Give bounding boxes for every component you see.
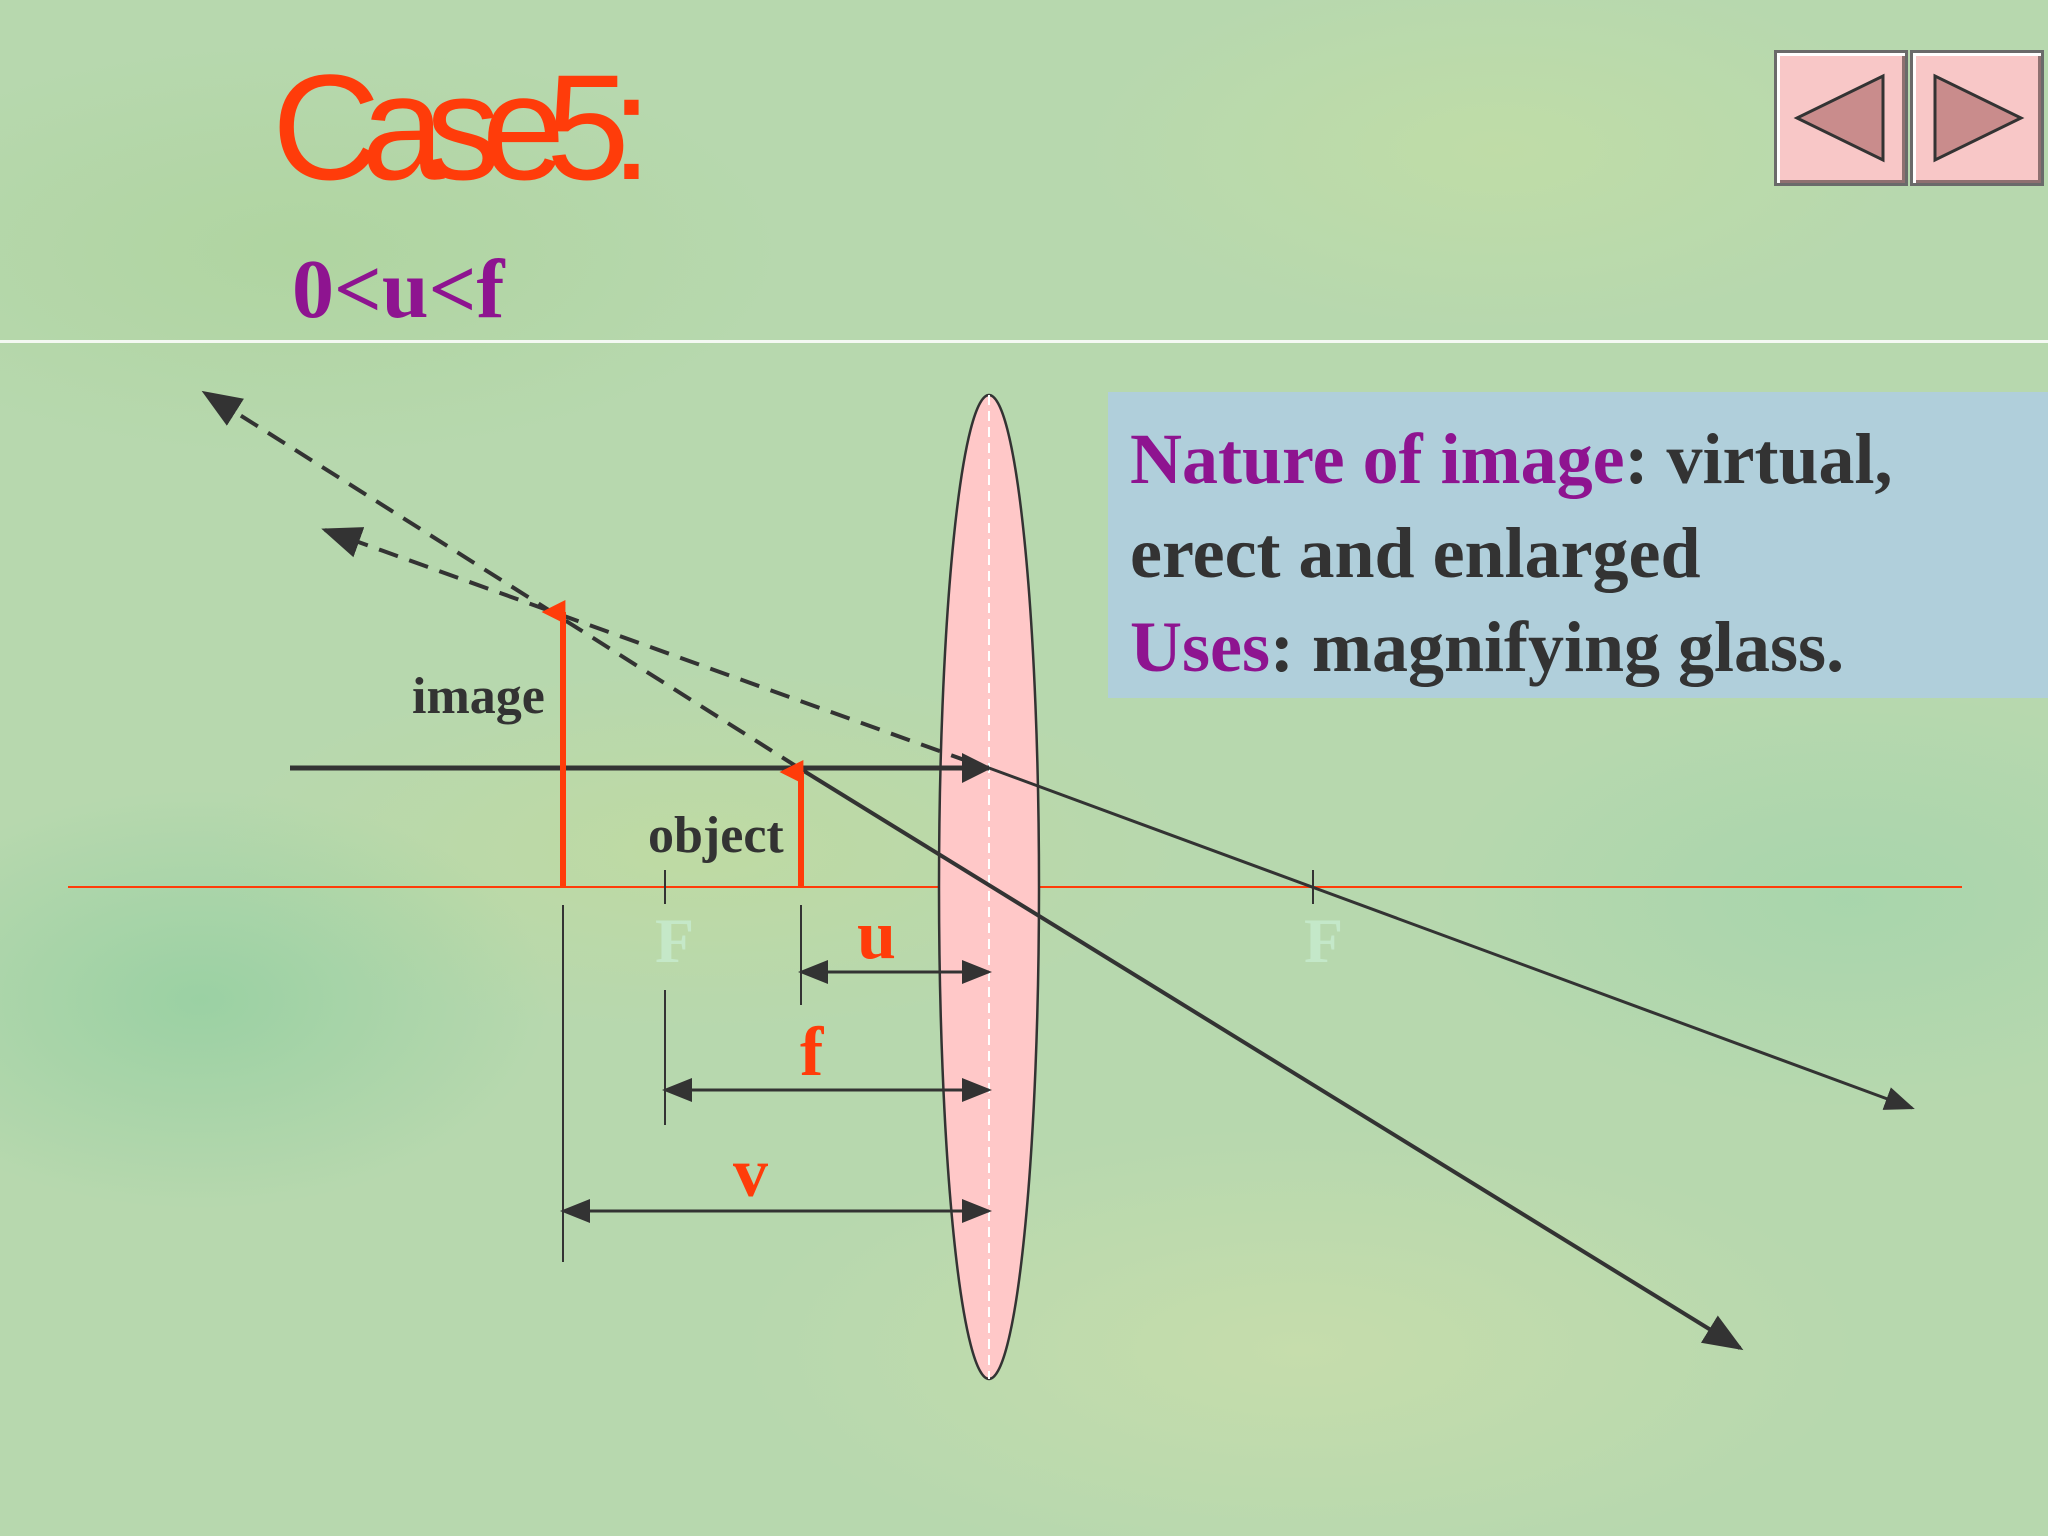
central-ray <box>797 766 1744 1351</box>
nature-label: Nature of image <box>1130 419 1625 499</box>
previous-slide-button[interactable] <box>1774 50 1908 186</box>
next-slide-button[interactable] <box>1910 50 2044 186</box>
triangle-left-icon <box>1793 73 1885 163</box>
focal-point-right-label: F <box>1304 905 1343 976</box>
v-label: v <box>733 1135 768 1212</box>
virtual-ray-refracted <box>321 527 971 764</box>
slide-title: Case5: <box>272 43 652 211</box>
uses-value: : magnifying glass. <box>1270 607 1845 687</box>
u-label: u <box>857 897 896 974</box>
image-nature-box: Nature of image: virtual, erect and enla… <box>1108 392 2048 698</box>
object-label: object <box>648 807 784 864</box>
nature-line: Nature of image: virtual, <box>1130 412 2048 506</box>
image-label: image <box>412 668 545 725</box>
triangle-right-icon <box>1933 73 2025 163</box>
convex-lens <box>937 393 1041 1381</box>
f-label: f <box>800 1014 824 1091</box>
nature-line-cont: erect and enlarged <box>1130 513 1701 593</box>
title-divider <box>0 340 2048 343</box>
virtual-ray-through-centre <box>201 390 801 770</box>
focal-point-left-label: F <box>655 905 694 976</box>
nature-value: : virtual, <box>1624 419 1893 499</box>
refracted-ray <box>988 766 1915 1110</box>
slide-subtitle: 0<u<f <box>292 243 505 336</box>
uses-line: Uses: magnifying glass. <box>1130 600 2048 694</box>
uses-label: Uses <box>1130 607 1270 687</box>
